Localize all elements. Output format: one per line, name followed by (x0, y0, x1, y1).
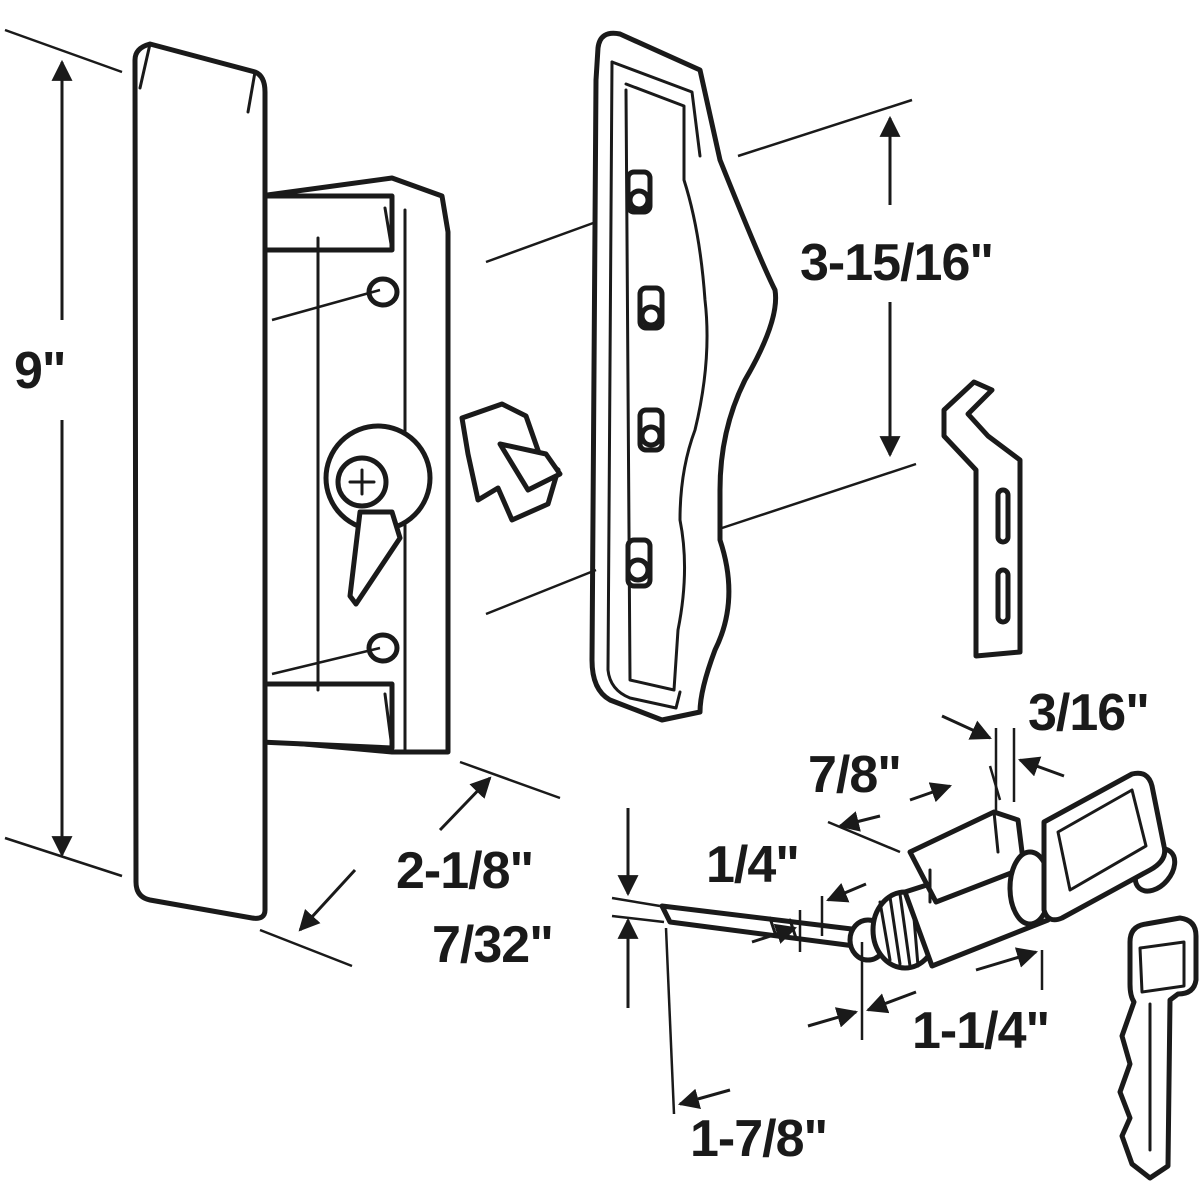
cylinder-length-dimension: 1-1/4" (807, 942, 1050, 1060)
mounting-boss-icon (625, 169, 653, 215)
inside-pull (589, 30, 779, 723)
cylinder-body-label: 7/8" (808, 746, 901, 804)
mounting-boss-icon (637, 285, 665, 331)
depth-dimension: 2-1/8" (259, 760, 561, 968)
height-label: 9" (14, 342, 66, 400)
tailpiece-length-label: 1-7/8" (690, 1110, 827, 1168)
tailpiece-width-label: 7/32" (432, 916, 553, 974)
outside-handle (132, 41, 563, 921)
spindle-segment-dimension: 1/4" (706, 836, 867, 952)
flange-dimension: 3/16" (941, 684, 1150, 812)
tailpiece-width-dimension: 7/32" (432, 808, 665, 1008)
keeper-bracket (941, 379, 1023, 659)
spindle-segment-label: 1/4" (706, 836, 799, 894)
tailpiece-length-dimension: 1-7/8" (664, 927, 828, 1168)
cylinder-body-dimension: 7/8" (808, 746, 1002, 854)
mounting-boss-icon (637, 407, 665, 453)
screw-spacing-label: 3-15/16" (800, 234, 993, 292)
screw-hole-icon (366, 632, 400, 664)
mounting-boss-icon (625, 537, 653, 589)
screw-spacing-dimension: 3-15/16" (721, 98, 994, 530)
cylinder-length-label: 1-1/4" (912, 1002, 1049, 1060)
flange-label: 3/16" (1028, 684, 1149, 742)
keys (1041, 770, 1199, 1181)
depth-label: 2-1/8" (396, 842, 533, 900)
height-dimension: 9" (4, 28, 123, 878)
